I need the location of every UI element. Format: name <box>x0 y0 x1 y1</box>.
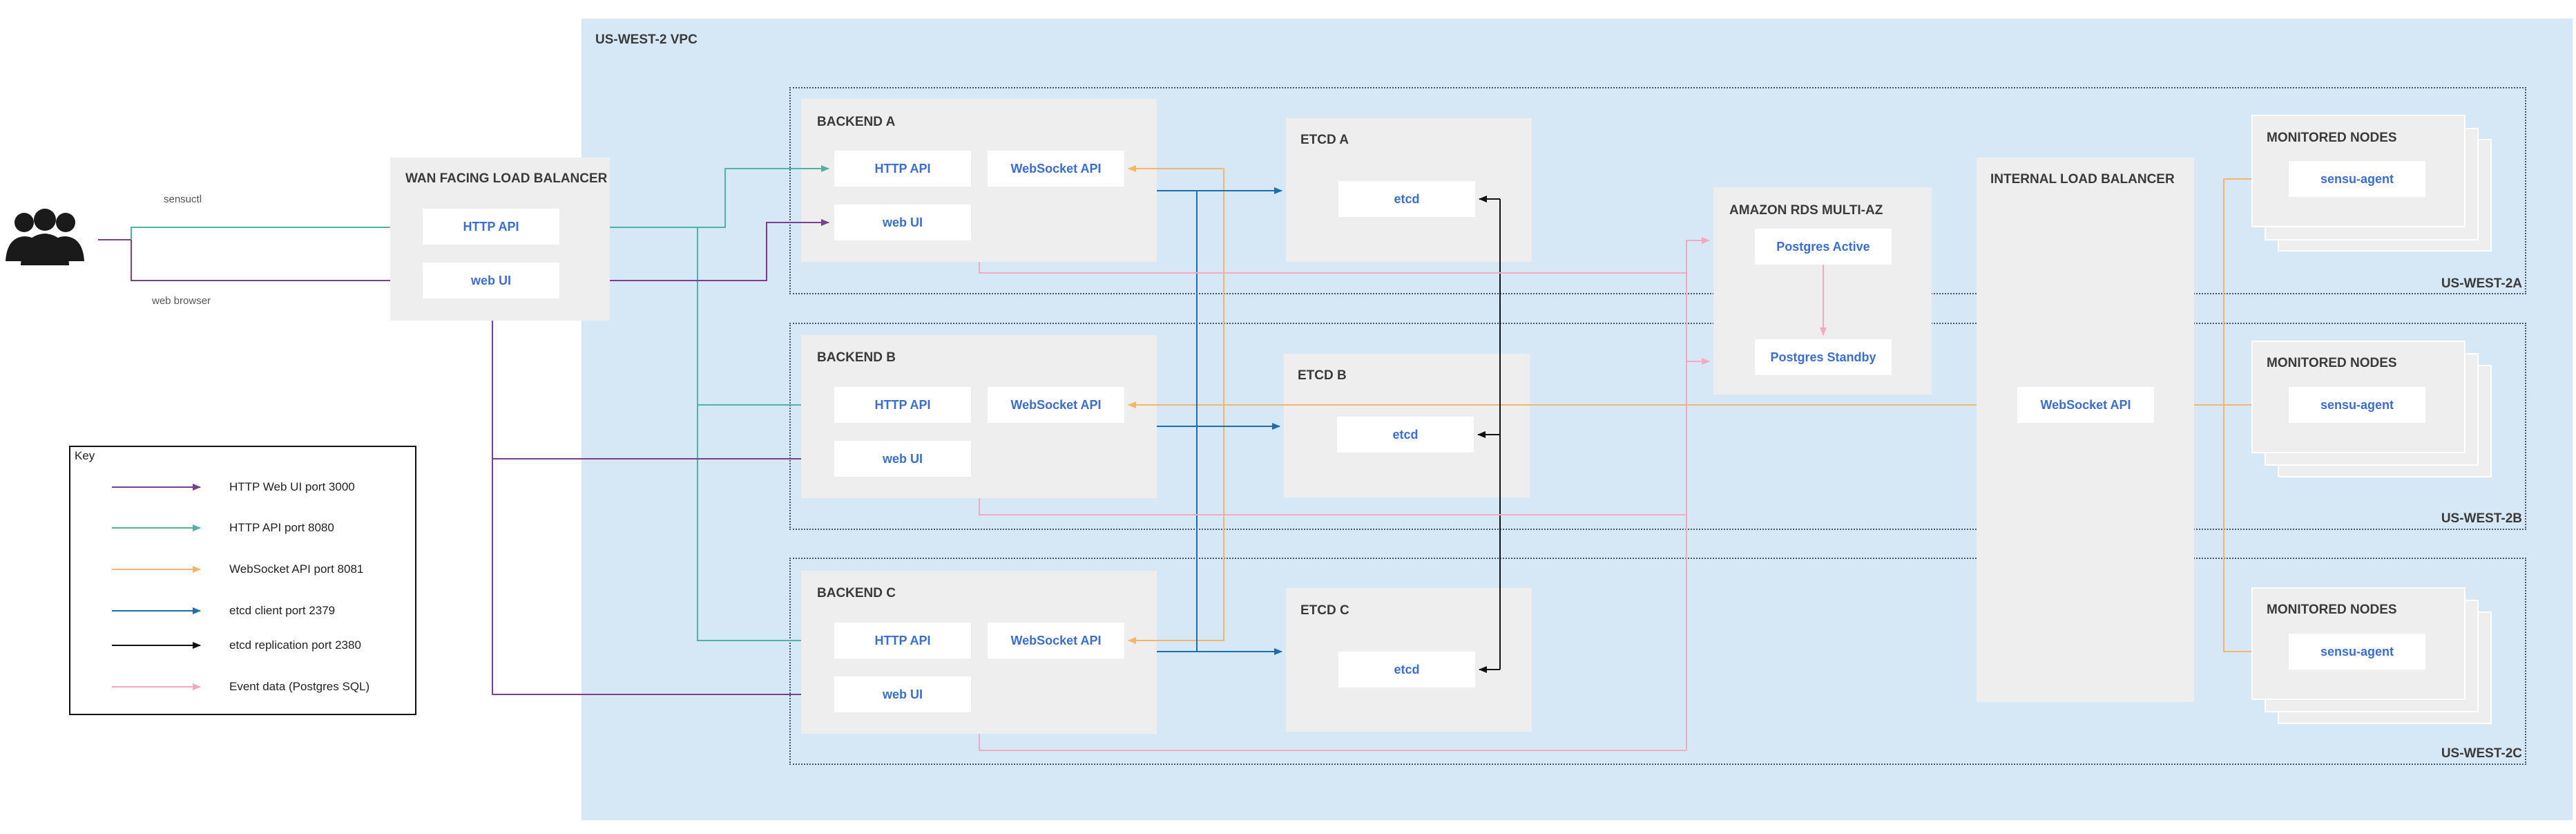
monitored-a-agent: sensu-agent <box>2289 161 2425 197</box>
legend-label-http-api: HTTP API port 8080 <box>229 521 334 534</box>
etcd-c-node: etcd <box>1338 652 1475 688</box>
monitored-nodes-a-title: MONITORED NODES <box>2267 131 2397 145</box>
monitored-b-agent: sensu-agent <box>2289 387 2425 423</box>
backend-b-web-ui: web UI <box>834 441 971 477</box>
zone-label-a: US-WEST-2A <box>2441 276 2522 291</box>
legend-label-etcd-client: etcd client port 2379 <box>229 604 336 617</box>
postgres-standby: Postgres Standby <box>1755 339 1892 375</box>
backend-b-websocket-api: WebSocket API <box>988 387 1124 423</box>
backend-a-http-api: HTTP API <box>834 151 971 187</box>
legend-label-web-ui: HTTP Web UI port 3000 <box>229 480 355 493</box>
backend-a-title: BACKEND A <box>817 115 896 129</box>
web-browser-label: web browser <box>152 295 211 307</box>
legend-title: Key <box>75 449 95 462</box>
etcd-c-title: ETCD C <box>1300 603 1349 618</box>
wan-http-api: HTTP API <box>423 209 559 245</box>
internal-load-balancer <box>1977 158 2194 702</box>
wan-web-ui: web UI <box>423 263 559 298</box>
etcd-b-node: etcd <box>1337 417 1474 453</box>
sensuctl-line <box>131 227 390 240</box>
etcd-a-node: etcd <box>1338 181 1475 217</box>
internal-load-balancer-title: INTERNAL LOAD BALANCER <box>1990 172 2175 187</box>
monitored-nodes-c-title: MONITORED NODES <box>2267 603 2397 617</box>
vpc-title: US-WEST-2 VPC <box>595 32 698 47</box>
sensuctl-label: sensuctl <box>164 193 202 205</box>
backend-a-websocket-api: WebSocket API <box>988 151 1124 187</box>
postgres-active: Postgres Active <box>1755 229 1892 265</box>
etcd-b-title: ETCD B <box>1298 368 1347 383</box>
amazon-rds-title: AMAZON RDS MULTI-AZ <box>1729 203 1883 218</box>
legend-box <box>69 446 416 715</box>
backend-c-title: BACKEND C <box>817 586 896 600</box>
backend-c-web-ui: web UI <box>834 676 971 712</box>
legend-label-etcd-replication: etcd replication port 2380 <box>229 638 361 652</box>
users-icon <box>0 207 90 269</box>
backend-c-http-api: HTTP API <box>834 623 971 658</box>
internal-websocket-api: WebSocket API <box>2017 387 2154 423</box>
legend-label-event-data: Event data (Postgres SQL) <box>229 680 370 693</box>
wan-load-balancer-title: WAN FACING LOAD BALANCER <box>405 171 608 186</box>
etcd-a-title: ETCD A <box>1300 133 1349 147</box>
legend-label-websocket: WebSocket API port 8081 <box>229 562 364 576</box>
zone-label-c: US-WEST-2C <box>2441 746 2522 761</box>
monitored-nodes-b-title: MONITORED NODES <box>2267 356 2397 370</box>
backend-c-websocket-api: WebSocket API <box>988 623 1124 658</box>
backend-a-web-ui: web UI <box>834 205 971 240</box>
browser-line <box>131 240 390 281</box>
backend-b-http-api: HTTP API <box>834 387 971 423</box>
zone-label-b: US-WEST-2B <box>2441 511 2522 526</box>
monitored-c-agent: sensu-agent <box>2289 634 2425 670</box>
backend-b-title: BACKEND B <box>817 350 896 365</box>
